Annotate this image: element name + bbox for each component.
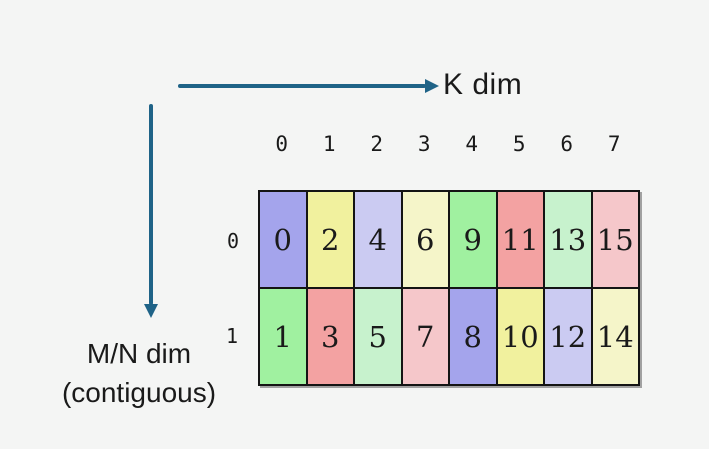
mn-dim-arrow-line [149,104,153,305]
grid-cell-r0c6: 13 [544,191,592,288]
column-header-7: 7 [607,132,621,156]
grid-cell-r1c3: 7 [401,288,449,385]
mn-dim-axis-label-line1: M/N dim [86,338,192,369]
grid-cell-r0c4: 9 [449,191,497,288]
column-header-0: 0 [275,132,289,156]
element-grid: 0 2 4 6 9 11 13 15 1 3 5 7 8 10 12 14 [258,190,640,386]
grid-cell-r1c1: 3 [306,288,354,385]
k-dim-arrow-line [178,84,426,88]
column-header-6: 6 [560,132,574,156]
row-label-1: 1 [225,324,239,348]
mn-dim-axis-label: M/N dim (contiguous) [23,334,255,412]
grid-cell-r1c4: 8 [449,288,497,385]
column-header-5: 5 [512,132,526,156]
grid-cell-r1c7: 14 [591,288,639,385]
grid-cell-r1c0: 1 [259,288,307,385]
mn-dim-axis-label-line2: (contiguous) [61,377,217,408]
column-header-4: 4 [465,132,479,156]
grid-cell-r0c2: 4 [354,191,402,288]
grid-cell-r0c0: 0 [259,191,307,288]
k-dim-arrowhead-icon [425,79,439,93]
k-dim-axis-label: K dim [443,68,523,101]
grid-cell-r1c2: 5 [354,288,402,385]
grid-cell-r1c6: 12 [544,288,592,385]
grid-cell-r1c5: 10 [496,288,544,385]
grid-cell-r0c3: 6 [401,191,449,288]
grid-cell-r0c5: 11 [496,191,544,288]
column-header-3: 3 [417,132,431,156]
column-header-row: 0 1 2 3 4 5 6 7 [258,132,638,156]
mn-dim-arrowhead-icon [144,304,158,318]
row-label-0: 0 [226,229,240,253]
column-header-2: 2 [370,132,384,156]
column-header-1: 1 [322,132,336,156]
grid-cell-r0c7: 15 [591,191,639,288]
grid-cell-r0c1: 2 [306,191,354,288]
